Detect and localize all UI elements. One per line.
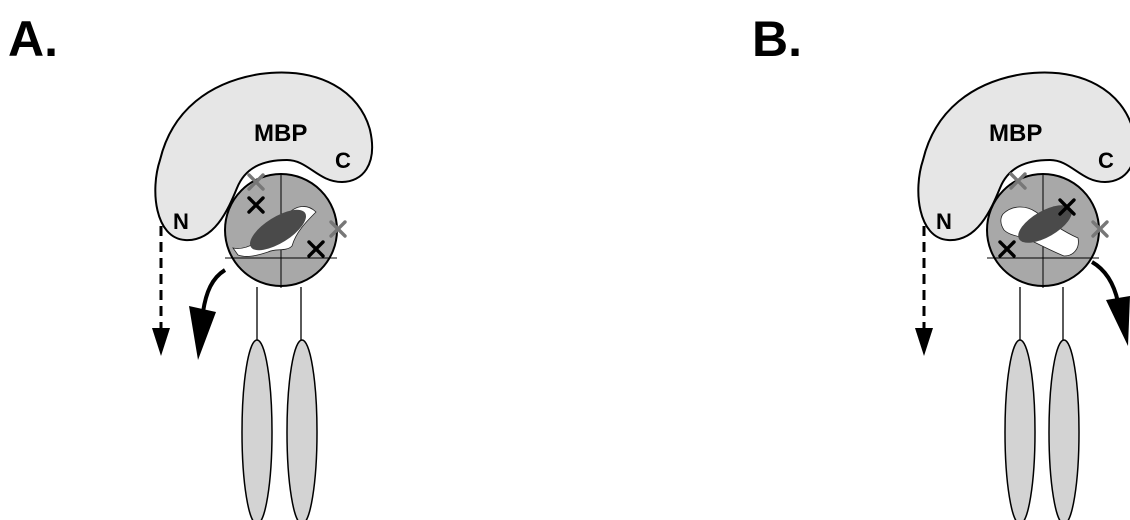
panel-b-helix-left xyxy=(1005,340,1035,520)
panel-b-rotation-arrow-head xyxy=(1106,296,1130,346)
panel-b-n-terminus-label: N xyxy=(936,209,952,234)
panel-a-helix-left xyxy=(242,340,272,520)
panel-a-dashed-arrow-head xyxy=(152,328,170,356)
panel-a: MBP C N xyxy=(152,73,372,520)
panel-a-c-terminus-label: C xyxy=(335,148,351,173)
panel-a-mbp-label: MBP xyxy=(254,120,307,147)
panel-b-helix-right xyxy=(1049,340,1079,520)
panel-b-mbp-label: MBP xyxy=(989,120,1042,147)
panel-b-c-terminus-label: C xyxy=(1098,148,1114,173)
panel-b: MBP C N xyxy=(915,73,1130,520)
panel-a-rotation-arrow-shaft xyxy=(203,270,225,312)
panel-b-rotation-arrow-shaft xyxy=(1092,262,1118,302)
panel-a-helix-right xyxy=(287,340,317,520)
panel-a-rotation-arrow-head xyxy=(189,306,216,360)
panel-b-dashed-arrow-head xyxy=(915,328,933,356)
panel-a-n-terminus-label: N xyxy=(173,209,189,234)
